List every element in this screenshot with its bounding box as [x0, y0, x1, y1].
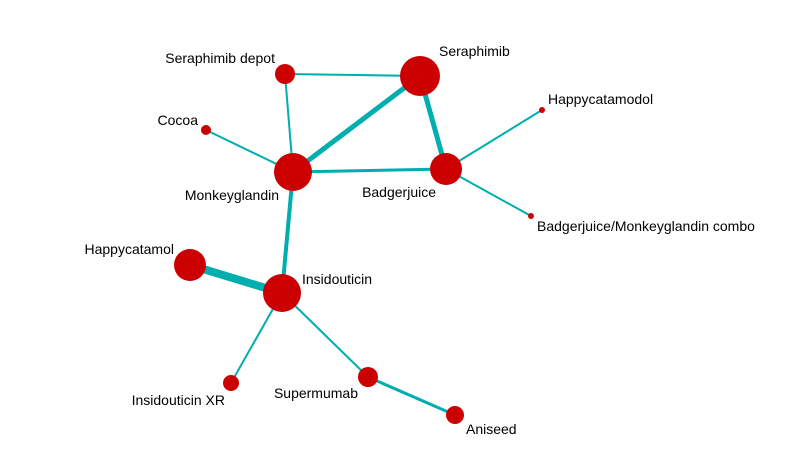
- node-badgerjuice-monkeyglandin-combo: [528, 213, 534, 219]
- edge-monkeyglandin-insidouticin: [280, 171, 295, 294]
- node-label-seraphimib: Seraphimib: [439, 43, 510, 59]
- node-label-happycatamol: Happycatamol: [85, 241, 175, 257]
- node-label-badgerjuice-monkeyglandin-combo: Badgerjuice/Monkeyglandin combo: [537, 218, 755, 234]
- edge-badgerjuice-happycatamodol: [445, 109, 543, 170]
- node-happycatamodol: [539, 107, 545, 113]
- node-layer: [174, 56, 545, 424]
- node-label-aniseed: Aniseed: [466, 421, 517, 437]
- node-supermumab: [358, 367, 378, 387]
- edge-insidouticin-supermumab: [281, 292, 369, 378]
- node-label-happycatamodol: Happycatamodol: [548, 91, 653, 107]
- node-insidouticin-xr: [223, 375, 239, 391]
- label-layer: Seraphimib Seraphimib depotCocoaMonkeygla…: [85, 43, 756, 437]
- node-label-insidouticin: Insidouticin: [302, 271, 372, 287]
- node-label-monkeyglandin: Monkeyglandin: [185, 187, 279, 203]
- node-seraphimib-depot: [275, 64, 295, 84]
- edge-supermumab-aniseed: [367, 375, 456, 417]
- node-label-insidouticin-xr: Insidouticin XR: [132, 392, 225, 408]
- node-cocoa: [201, 125, 211, 135]
- node-monkeyglandin: [274, 153, 312, 191]
- node-label-seraphimib-depot: Seraphimib depot: [165, 50, 275, 66]
- node-insidouticin: [263, 274, 301, 312]
- edge-badgerjuice-badgerjuice-monkeyglandin-combo: [445, 168, 532, 217]
- node-badgerjuice: [430, 153, 462, 185]
- edge-layer: [188, 73, 543, 417]
- edge-seraphimib-depot-seraphimib: [284, 73, 421, 77]
- node-label-supermumab: Supermumab: [274, 385, 358, 401]
- node-happycatamol: [174, 249, 206, 281]
- edge-monkeyglandin-badgerjuice: [292, 167, 447, 174]
- node-label-badgerjuice: Badgerjuice: [362, 184, 436, 200]
- node-aniseed: [446, 406, 464, 424]
- node-seraphimib: [400, 56, 440, 96]
- edge-monkeyglandin-seraphimib: [291, 74, 422, 174]
- node-label-cocoa: Cocoa: [158, 112, 199, 128]
